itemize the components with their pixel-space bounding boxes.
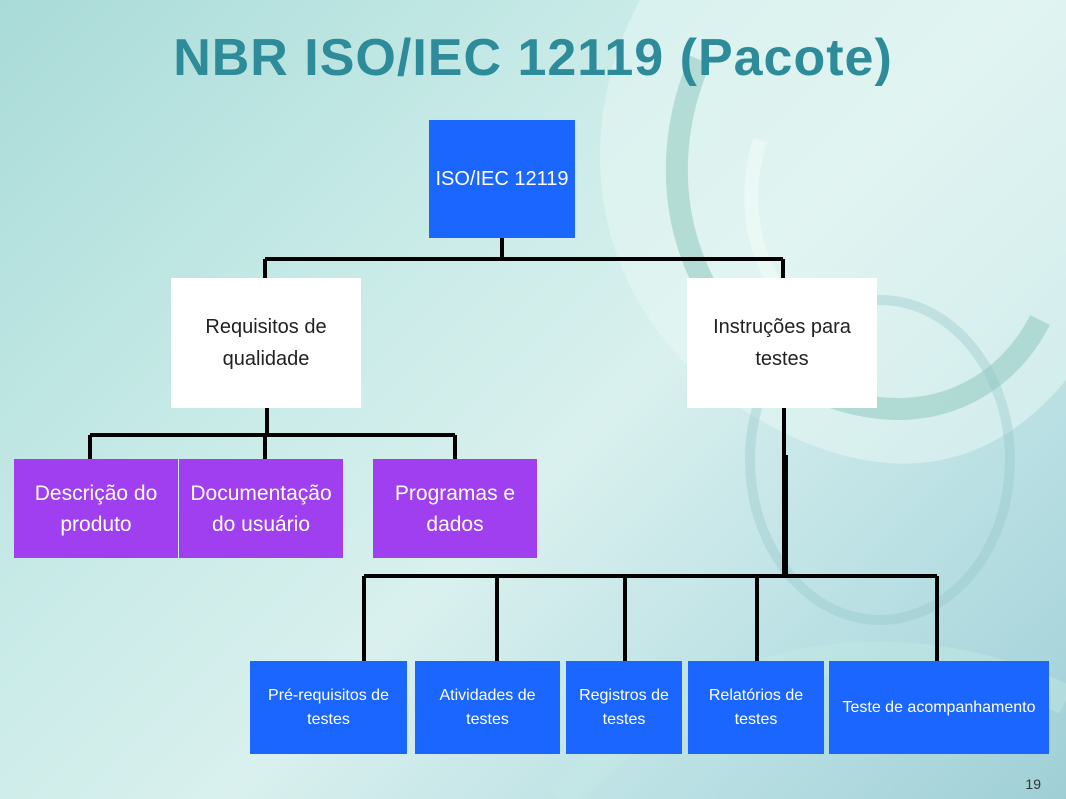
node-pre-requisitos-de-testes: Pré-requisitos de testes [250, 661, 407, 754]
node-teste-de-acompanhamento: Teste de acompanhamento [829, 661, 1049, 754]
page-title: NBR ISO/IEC 12119 (Pacote) [173, 29, 893, 87]
node-atividades-de-testes: Atividades de testes [415, 661, 560, 754]
node-registros-de-testes: Registros de testes [566, 661, 682, 754]
node-requisitos-de-qualidade: Requisitos de qualidade [171, 278, 361, 408]
node-relatorios-de-testes: Relatórios de testes [688, 661, 824, 754]
node-root: ISO/IEC 12119 [429, 120, 575, 238]
node-documentacao-do-usuario: Documentação do usuário [179, 459, 343, 558]
node-programas-e-dados: Programas e dados [373, 459, 537, 558]
node-descricao-do-produto: Descrição do produto [14, 459, 178, 558]
node-instrucoes-para-testes: Instruções para testes [687, 278, 877, 408]
page-number: 19 [1025, 776, 1041, 792]
